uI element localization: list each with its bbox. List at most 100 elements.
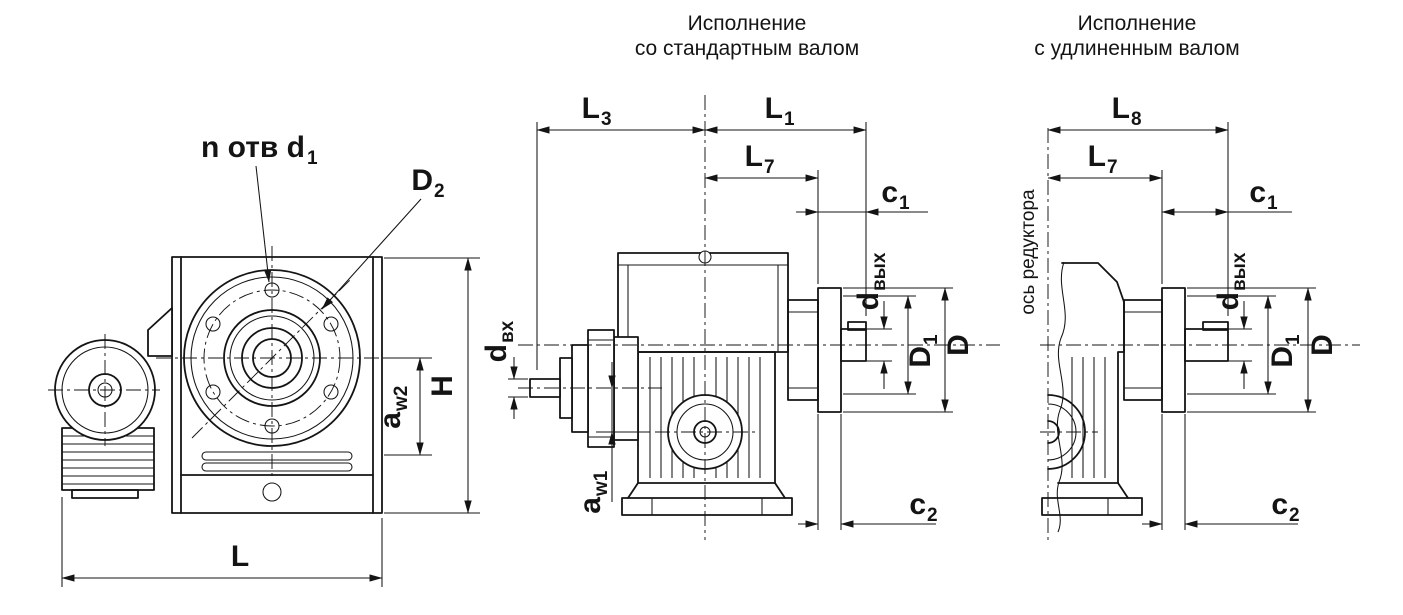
label-c2-right-sub: 2 <box>1289 505 1300 526</box>
label-aw2-sub: w2 <box>391 386 412 412</box>
label-L8: L <box>1112 92 1130 125</box>
break-line <box>1056 261 1066 533</box>
motor-bracket <box>147 307 173 357</box>
label-L7-right: L <box>1088 140 1106 173</box>
label-L1: L <box>765 92 783 125</box>
dimension-H: H <box>384 257 480 514</box>
label-D1-right: D <box>1266 346 1299 368</box>
output-flange-right <box>1161 287 1186 413</box>
label-c2: c <box>909 488 926 521</box>
caption-standard-line1: Исполнение <box>688 12 807 35</box>
motor-foot <box>71 489 139 499</box>
mounting-feet <box>621 482 793 516</box>
label-d-out: d <box>852 292 885 310</box>
output-hub <box>787 299 819 401</box>
label-d-in: d <box>480 344 513 362</box>
label-d-in-sub: вх <box>497 320 518 343</box>
label-reducer-axis: ось редуктора <box>1018 189 1039 315</box>
input-shaft-assembly <box>529 329 639 448</box>
motor <box>54 307 173 499</box>
standard-view-dimensions: L 3 L 1 L 7 c 1 <box>480 92 975 530</box>
label-L: L <box>231 540 249 573</box>
extended-view-centerlines: ось редуктора <box>1018 128 1360 540</box>
standard-view-centerlines <box>518 95 1000 540</box>
label-aw1-sub: w1 <box>591 470 612 497</box>
label-c2-right: c <box>1271 488 1288 521</box>
dimension-c1: c 1 <box>796 176 928 216</box>
mounting-feet-right <box>1041 497 1143 516</box>
label-aw1: a <box>574 497 607 514</box>
dimension-c2: c 2 <box>798 414 938 530</box>
standard-shaft-view: L 3 L 1 L 7 c 1 <box>480 92 1000 540</box>
partial-ribs <box>1071 357 1106 478</box>
dimension-c2-right: c 2 <box>1142 414 1300 530</box>
label-D1: D <box>904 346 937 368</box>
dimension-L: L <box>61 497 383 587</box>
label-D-right: D <box>1306 334 1339 356</box>
extended-view-dimensions: L 8 L 7 c 1 d вых <box>1047 92 1339 530</box>
shaft-key <box>847 321 867 331</box>
dimension-L1: L 1 <box>704 92 867 316</box>
label-c1-sub: 1 <box>899 193 910 214</box>
dimension-D1-right: D 1 <box>1187 295 1304 395</box>
caption-standard-line2: со стандартным валом <box>635 37 859 60</box>
output-hub-right <box>1123 299 1163 401</box>
label-d-out-right-sub: вых <box>1229 252 1250 291</box>
label-D2: D <box>411 164 433 197</box>
label-d-out-sub: вых <box>869 252 890 291</box>
label-L8-sub: 8 <box>1131 109 1142 130</box>
label-D1-right-sub: 1 <box>1283 334 1304 345</box>
label-L7-sub: 7 <box>764 157 775 178</box>
dimension-D: D <box>843 287 975 413</box>
dimension-L7-right: L 7 <box>1047 140 1163 284</box>
dimension-c1-right: c 1 <box>1161 176 1292 216</box>
label-L7: L <box>745 140 763 173</box>
captions: Исполнение со стандартным валом Исполнен… <box>635 12 1240 60</box>
gearbox-housing <box>171 256 383 514</box>
partial-end-cover <box>1047 394 1086 470</box>
extended-shaft-view: ось редуктора L 8 L 7 c 1 <box>1018 92 1360 540</box>
worm-end-cover <box>667 394 743 470</box>
label-c1-right-sub: 1 <box>1267 193 1278 214</box>
dimension-d-out: d вых <box>852 252 892 389</box>
label-D2-sub: 2 <box>434 181 445 202</box>
label-n-otv-d1-sub: 1 <box>307 148 318 169</box>
caption-extended-line2: с удлиненным валом <box>1034 37 1239 60</box>
label-d-out-right: d <box>1212 292 1245 310</box>
extended-output-assembly <box>1123 287 1229 413</box>
dimension-d-out-right: d вых <box>1212 252 1252 389</box>
dimension-D1: D 1 <box>843 295 942 395</box>
label-D: D <box>942 334 975 356</box>
label-L7-right-sub: 7 <box>1107 157 1118 178</box>
caption-extended-line1: Исполнение <box>1078 12 1197 35</box>
front-view: H a w2 L n отв d 1 <box>48 131 480 587</box>
dimension-aw2: a w2 <box>374 357 432 456</box>
label-D1-sub: 1 <box>921 334 942 345</box>
front-view-dimensions: H a w2 L n отв d 1 <box>61 131 480 587</box>
label-aw2: a <box>374 412 407 429</box>
label-c2-sub: 2 <box>927 505 938 526</box>
label-H: H <box>426 375 459 397</box>
standard-view-outline <box>529 250 867 516</box>
label-L3-sub: 3 <box>601 109 612 130</box>
dimension-L8: L 8 <box>1047 92 1229 316</box>
label-L1-sub: 1 <box>784 109 795 130</box>
output-flange <box>817 287 842 413</box>
callout-D2: D 2 <box>321 164 445 310</box>
label-L3: L <box>582 92 600 125</box>
dimension-d-in: d вх <box>480 320 528 419</box>
dimension-L3: L 3 <box>536 92 706 370</box>
shaft-key-right <box>1202 321 1229 331</box>
housing-base-detail <box>180 451 374 502</box>
label-n-otv-d1: n отв d <box>201 131 305 164</box>
cooling-fins <box>62 435 154 485</box>
upper-housing <box>617 252 789 353</box>
extended-view-outline <box>1041 261 1229 533</box>
dimension-aw1: a w1 <box>574 362 650 514</box>
dimension-D-right: D <box>1187 287 1339 413</box>
label-c1: c <box>881 176 898 209</box>
front-view-outline <box>54 256 383 514</box>
label-c1-right: c <box>1249 176 1266 209</box>
